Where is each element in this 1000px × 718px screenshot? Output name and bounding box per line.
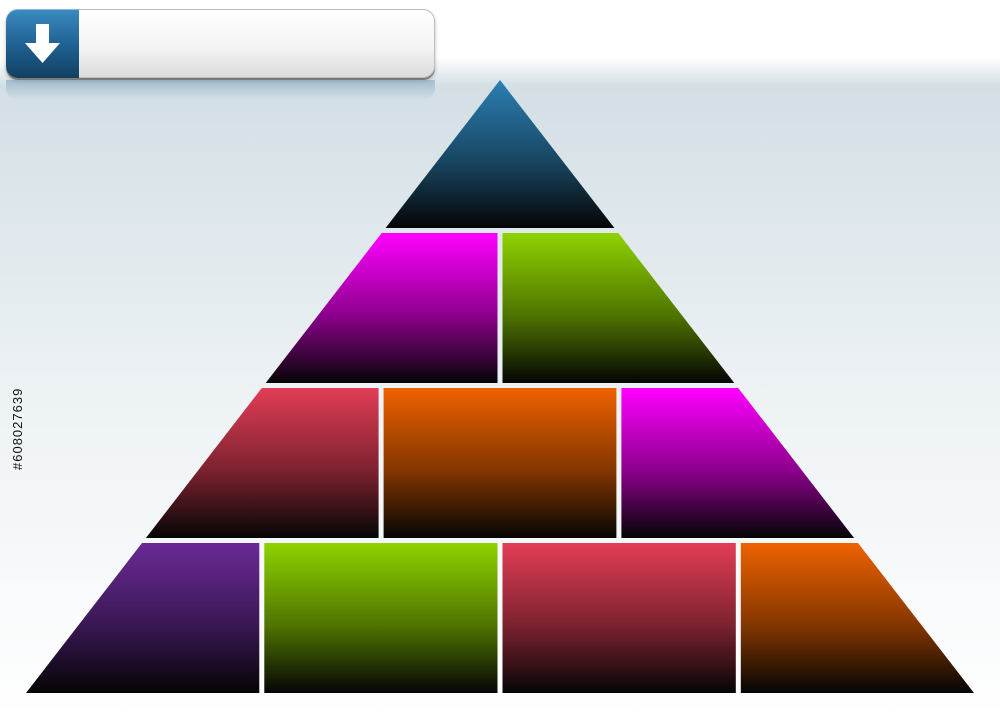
pyramid-block-r1-b1 — [385, 80, 615, 228]
pyramid-block-r4-b3 — [502, 543, 736, 693]
header-bar-reflection — [6, 80, 435, 100]
pyramid-block-r3-b2 — [383, 388, 617, 538]
pyramid-block-r3-b3 — [621, 388, 855, 538]
pyramid-blocks — [26, 80, 974, 693]
download-button[interactable] — [6, 9, 79, 78]
image-id-label: #608027639 — [10, 387, 25, 470]
pyramid-block-r2-b2 — [502, 233, 735, 383]
pyramid-block-r3-b1 — [145, 388, 379, 538]
arrow-down-icon — [25, 24, 60, 63]
pyramid-block-r2-b1 — [265, 233, 498, 383]
pyramid-block-r4-b4 — [740, 543, 974, 693]
pyramid-block-r4-b1 — [26, 543, 260, 693]
pyramid-block-r4-b2 — [264, 543, 498, 693]
